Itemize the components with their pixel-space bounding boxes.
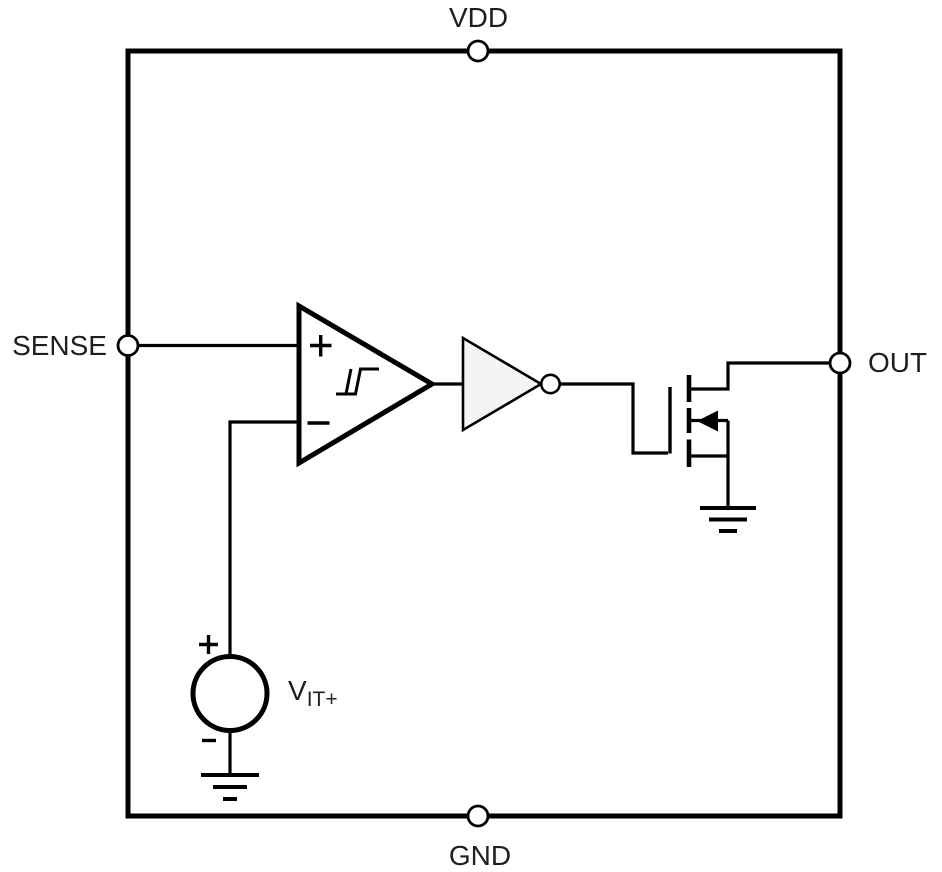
reference-ground-symbol (201, 773, 259, 801)
body-diode-arrow-icon (697, 410, 718, 432)
inverter-to-gate-wire (559, 382, 668, 455)
gnd-pin (466, 804, 490, 828)
vref-label-main: V (288, 675, 307, 706)
vref-label-sub: IT+ (307, 688, 338, 711)
mosfet-ground-symbol (700, 506, 756, 533)
nmos-transistor (668, 375, 718, 467)
package-pins (116, 39, 852, 828)
hysteresis-icon (336, 367, 379, 396)
voltage-source-circle (190, 654, 270, 733)
reference-to-inverting-input-wire (228, 420, 300, 657)
sense-pin (116, 334, 140, 357)
sense-label: SENSE (12, 330, 107, 361)
inverter-bubble-icon (539, 373, 561, 395)
inverter (461, 335, 561, 433)
wires (138, 343, 832, 775)
out-pin (828, 351, 852, 375)
gnd-label: GND (449, 840, 511, 871)
drain-to-out-wire (689, 361, 832, 391)
comparator-triangle (296, 301, 437, 468)
vref-label: VIT+ (288, 675, 338, 711)
inverter-triangle (461, 335, 544, 433)
source-plus-mark (199, 635, 218, 654)
comparator-plus-mark (310, 335, 332, 357)
hysteresis-comparator (296, 301, 437, 468)
out-label: OUT (868, 347, 927, 378)
voltage-reference-source (190, 635, 270, 743)
vdd-label: VDD (449, 2, 508, 33)
vdd-pin (466, 39, 490, 63)
